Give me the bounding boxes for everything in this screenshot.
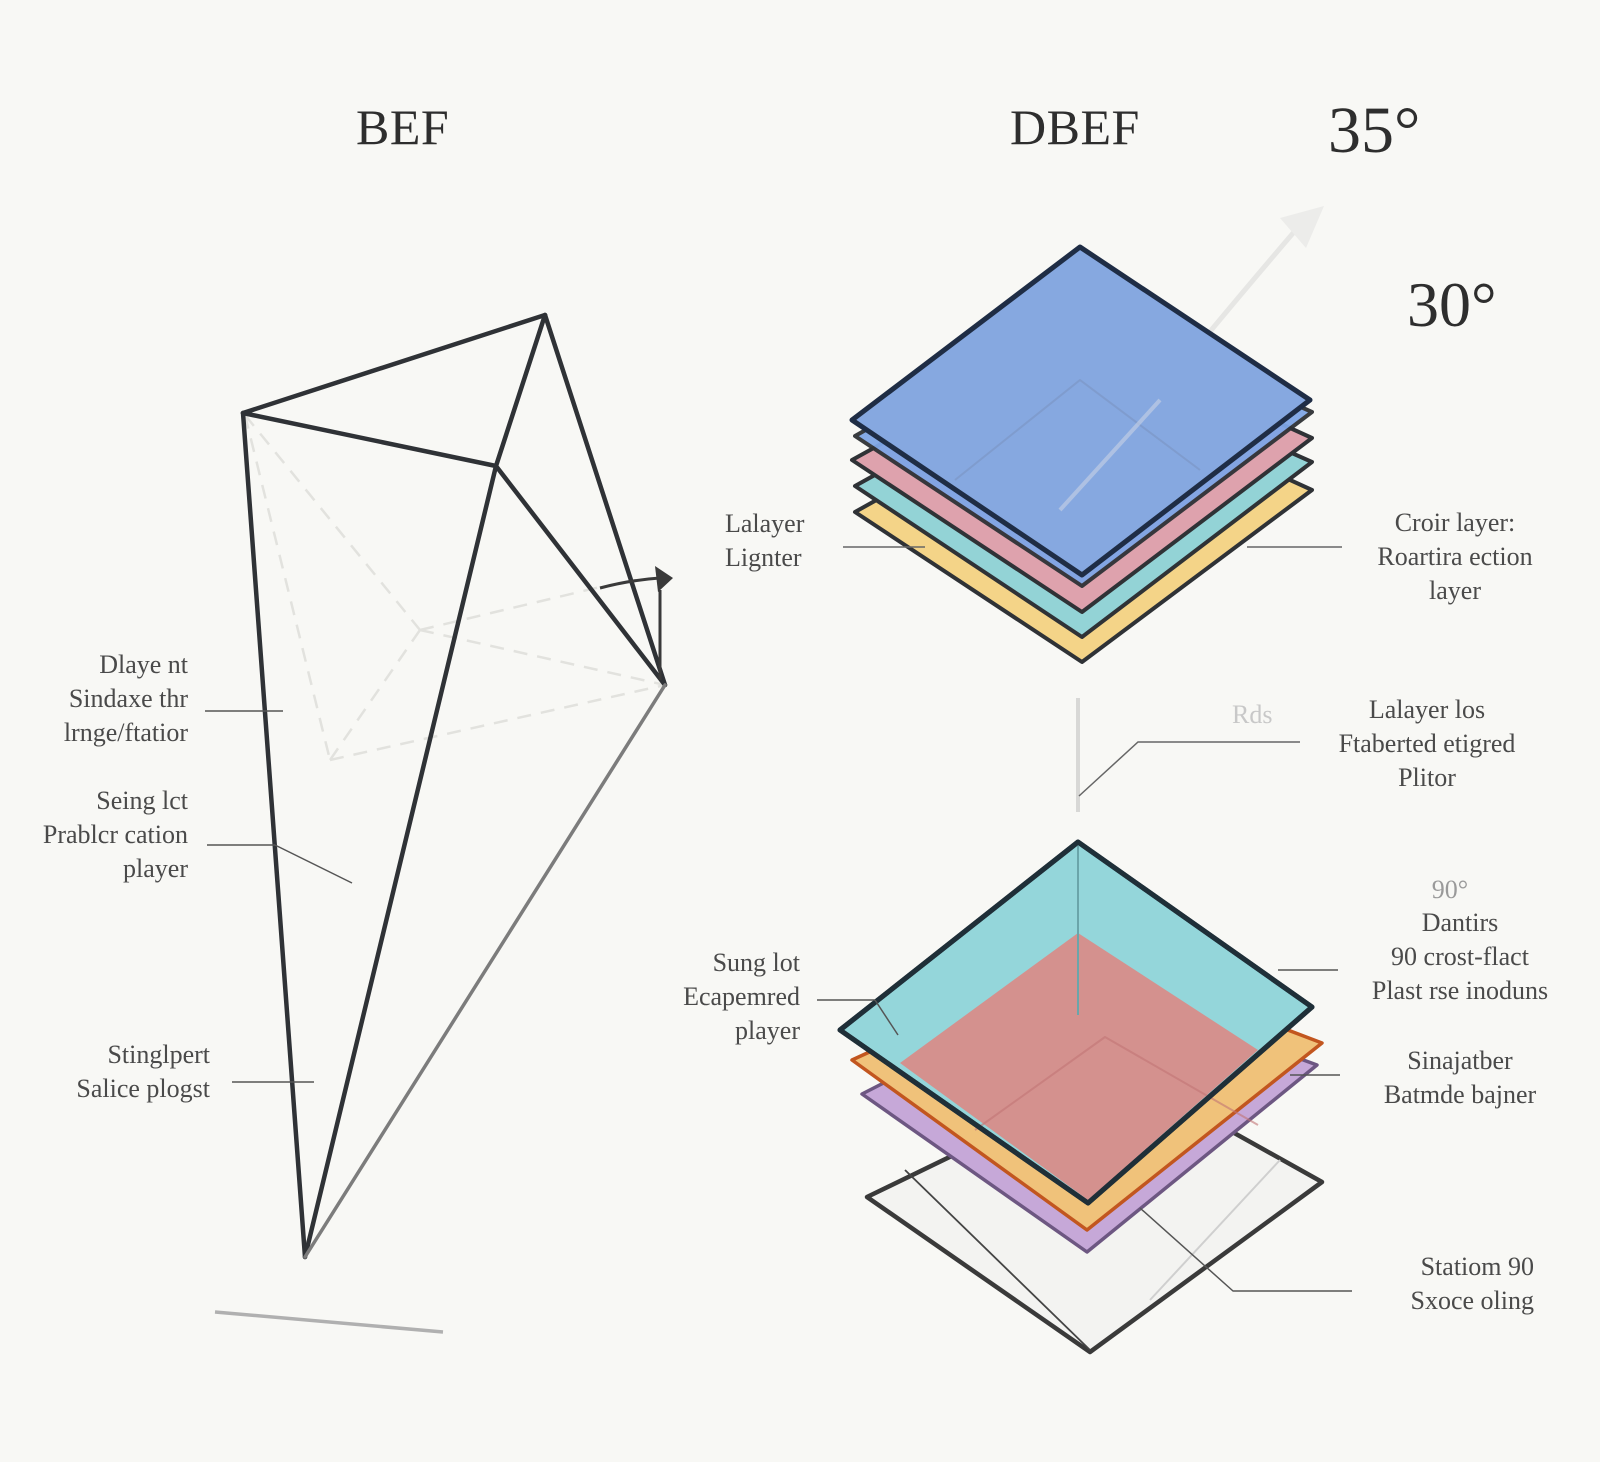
middle-connector [1076,698,1300,812]
left-label-1: Dlaye nt Sindaxe thr lrnge/ftatior [63,650,188,747]
wireframe-pyramid [205,312,673,1334]
left-title: BEF [356,99,450,155]
lower-right-top-label: Dantirs 90 crost-flact Plast rse inoduns [1371,908,1549,1005]
angle-90-small-label: 90° [1431,875,1469,904]
angle-35-label: 35° [1328,94,1421,167]
middle-faint-label: Rds [1232,700,1273,729]
upper-left-layer-label: Lalayer Lignter [725,509,805,572]
bottom-right-label: Statiom 90 Sxoce oling [1410,1252,1535,1315]
upper-right-layer-label: Croir layer: Roartira ection layer [1377,508,1533,605]
lower-left-layer-label: Sung lot Ecapemred player [683,948,800,1045]
layer-red [900,933,1258,1200]
lower-layer-stack [817,839,1352,1355]
middle-right-label: Lalayer los Ftaberted etigred Plitor [1338,695,1516,792]
layer-blue-top [849,244,1313,578]
left-label-3: Stinglpert Salice plogst [76,1040,210,1103]
lower-right-mid-label: Sinajatber Batmde bajner [1383,1046,1537,1109]
left-label-2: Seing lct Prablcr cation player [42,786,188,883]
right-title: DBEF [1010,99,1140,155]
angle-30-label: 30° [1407,269,1497,340]
upper-layer-stack [843,206,1342,664]
